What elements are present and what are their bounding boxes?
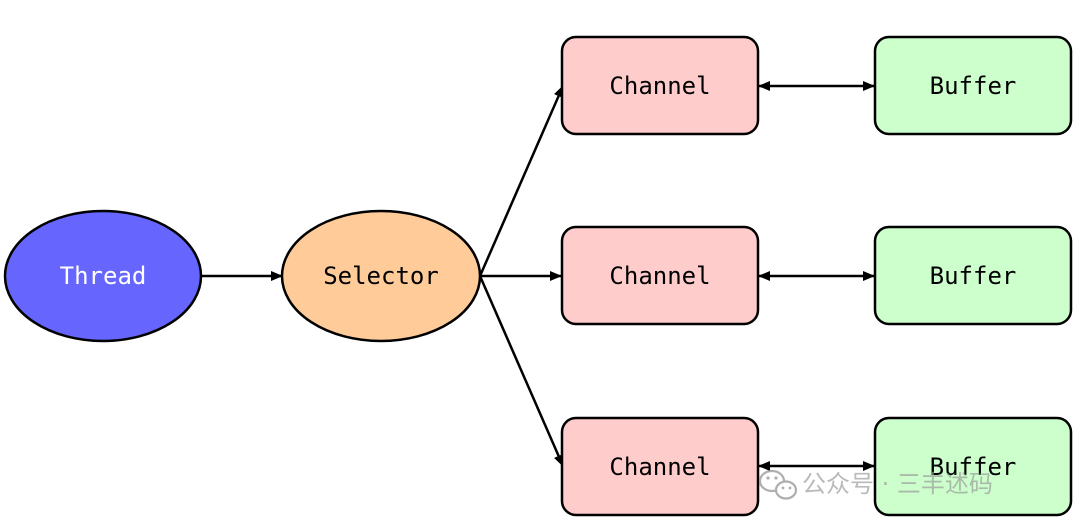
channel-node-1: Channel — [560, 35, 760, 136]
edges — [201, 81, 875, 471]
channel-1-label: Channel — [609, 72, 710, 100]
channel-1-shape — [560, 35, 760, 136]
watermark-text: 公众号 · 三丰述码 — [802, 470, 993, 498]
edge-selector-channel-1 — [478, 85, 565, 277]
watermark: 公众号 · 三丰述码 — [758, 469, 993, 500]
buffer-node-3: Buffer — [873, 416, 1073, 517]
selector-shape — [280, 209, 482, 343]
wechat-icon — [758, 469, 798, 500]
thread-label: Thread — [60, 262, 147, 290]
channel-2-shape — [560, 225, 760, 326]
thread-node: Thread — [3, 209, 203, 343]
channel-3-label: Channel — [609, 453, 710, 481]
buffer-2-label: Buffer — [930, 262, 1017, 290]
thread-shape — [3, 209, 203, 343]
selector-label: Selector — [323, 262, 439, 290]
channel-2-label: Channel — [609, 262, 710, 290]
buffer-node-2: Buffer — [873, 225, 1073, 326]
selector-node: Selector — [280, 209, 482, 343]
channel-node-3: Channel — [560, 416, 760, 517]
buffer-node-1: Buffer — [873, 35, 1073, 136]
buffer-1-shape — [873, 35, 1073, 136]
channel-node-2: Channel — [560, 225, 760, 326]
buffer-3-shape — [873, 416, 1073, 517]
channel-3-shape — [560, 416, 760, 517]
buffer-3-label: Buffer — [930, 453, 1017, 481]
edge-selector-channel-3 — [478, 275, 565, 467]
buffer-1-label: Buffer — [930, 72, 1017, 100]
buffer-2-shape — [873, 225, 1073, 326]
